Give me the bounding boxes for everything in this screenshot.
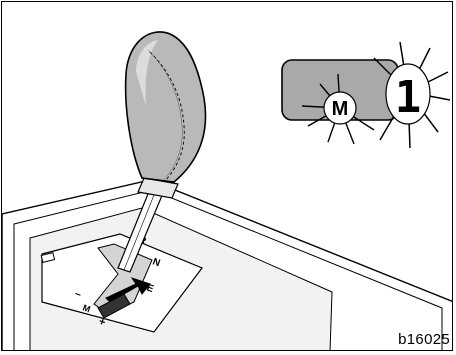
gear-indicator-display: M 1 bbox=[282, 42, 450, 148]
indicator-mode-letter: M bbox=[332, 98, 349, 120]
illustration-frame: R N E – M + bbox=[1, 1, 453, 351]
indicator-gear-number: 1 bbox=[395, 72, 422, 123]
gear-knob bbox=[126, 32, 206, 182]
figure-caption: b16025 bbox=[398, 331, 450, 348]
shifter-console bbox=[2, 180, 453, 351]
shift-lever-illustration: R N E – M + bbox=[2, 2, 453, 351]
